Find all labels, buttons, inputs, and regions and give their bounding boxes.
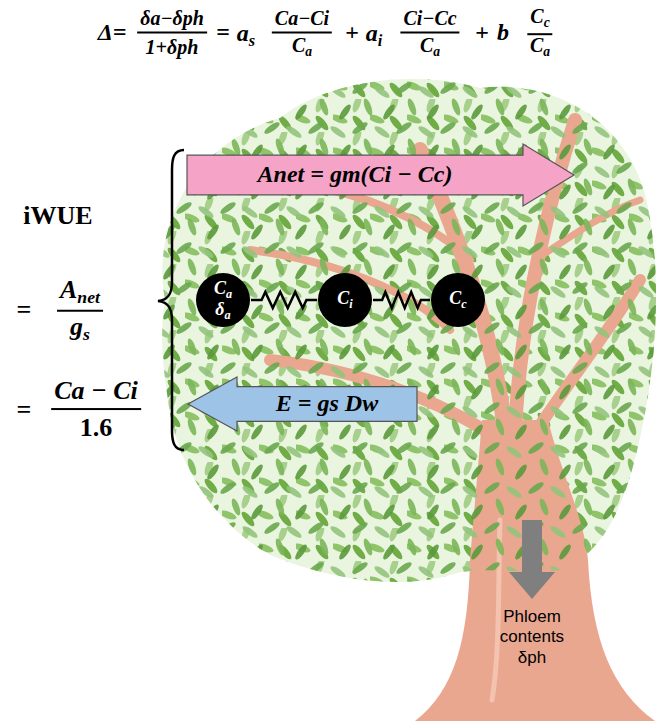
- equation-term: Ca − Ci: [51, 376, 141, 410]
- flux-equation: Anet = gm(Ci − Cc): [258, 162, 453, 187]
- block-arrow: [187, 144, 574, 206]
- flux-equation: E = gs Dw: [276, 391, 378, 416]
- pool-label: Ca: [214, 279, 232, 300]
- pool-circle: [431, 273, 485, 327]
- equation-term: Ci−Cc: [400, 7, 459, 34]
- equation-term: =: [17, 295, 32, 325]
- pool-circle: [196, 273, 250, 327]
- equation-term: =: [17, 395, 32, 425]
- equation-term: iWUE: [23, 201, 92, 231]
- equation-term: Ca: [420, 34, 440, 60]
- equation-term: =: [216, 19, 230, 47]
- equation-term: Ca−Ci: [272, 7, 332, 34]
- pool-label: Ci: [337, 289, 352, 310]
- equation-term: Ca: [530, 34, 550, 60]
- equation-term: 1.6: [80, 413, 113, 443]
- equation-term: Ca: [292, 34, 312, 60]
- export-arrow-head: [509, 572, 555, 599]
- equation-term: Δ=: [98, 19, 127, 47]
- flux-arrow: Anet = gm(Ci − Cc): [187, 143, 575, 207]
- phloem-label: Phloem contents δph: [490, 607, 574, 668]
- equation-term: +: [475, 19, 489, 47]
- equation-term: ai: [366, 20, 383, 51]
- equation-term: as: [237, 20, 255, 51]
- resistor-line: [251, 292, 317, 308]
- equation-term: b: [497, 19, 509, 47]
- flux-arrow: E = gs Dw: [187, 376, 417, 432]
- equation-term: gs: [70, 312, 90, 345]
- equation-term: +: [345, 19, 359, 47]
- pool-label: δa: [215, 300, 230, 321]
- carbon-pool-circle: Ci: [317, 272, 373, 328]
- block-arrow: [188, 377, 417, 431]
- carbon-pool-circle: Cc: [430, 272, 486, 328]
- curly-brace: [158, 150, 184, 450]
- equation-term: δa−δph: [137, 7, 207, 34]
- carbon-pool-circle: Caδa: [195, 272, 251, 328]
- pool-label: Cc: [449, 289, 466, 310]
- export-arrow-shaft: [522, 520, 542, 573]
- equation-term: Anet: [57, 275, 103, 312]
- equation-term: 1+δph: [146, 36, 199, 59]
- pool-circle: [318, 273, 372, 327]
- resistor-line: [373, 292, 430, 308]
- equation-term: Cc: [527, 5, 552, 35]
